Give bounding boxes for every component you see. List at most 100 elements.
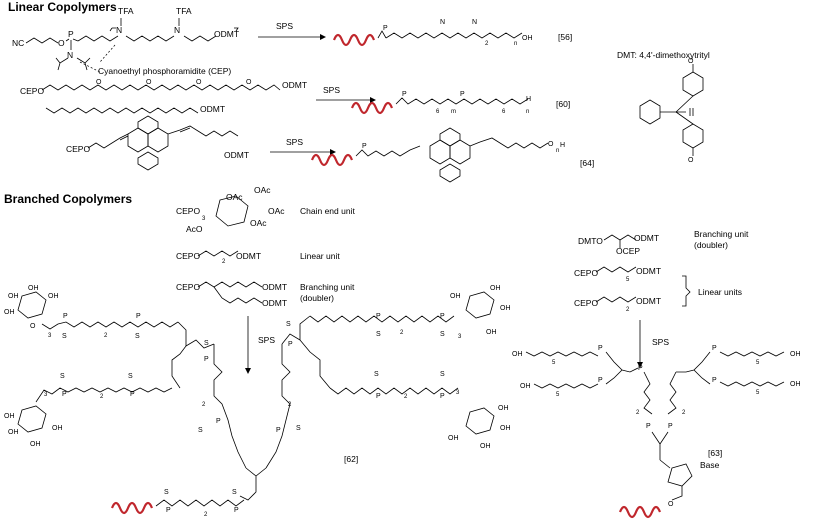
svg-text:OH: OH [480, 443, 491, 450]
chain-end-unit: CEPO OAc OAc OAc AcO OAc 3 Chain end uni… [176, 185, 355, 234]
svg-text:P: P [383, 25, 388, 32]
svg-text:S: S [376, 331, 381, 338]
svg-text:OH: OH [52, 425, 63, 432]
svg-text:ODMT: ODMT [200, 104, 225, 114]
svg-text:SPS: SPS [258, 335, 275, 345]
svg-text:ODMT: ODMT [282, 80, 307, 90]
cep-note: Cyanoethyl phosphoramidite (CEP) [98, 66, 231, 76]
sps-arrow-3: SPS [270, 137, 336, 155]
svg-text:OH: OH [512, 351, 523, 358]
svg-text:2: 2 [202, 402, 206, 408]
svg-text:n: n [526, 109, 529, 115]
svg-text:OH: OH [490, 285, 501, 292]
svg-text:OH: OH [520, 383, 531, 390]
product-64: P O n H [64] [310, 127, 594, 183]
svg-text:OH: OH [28, 285, 39, 292]
glycodendrimer-62: OH OH OH OH O 3 P S 2 P S OH OH OH OH 3 … [4, 285, 511, 518]
svg-text:P: P [204, 356, 209, 363]
svg-text:P: P [712, 345, 717, 352]
svg-text:NC: NC [12, 38, 24, 48]
dendron-63: OH 5 P OH 5 P P OH 5 P OH 5 P 2 2 P P Ba… [512, 345, 801, 519]
svg-text:5: 5 [552, 360, 556, 366]
svg-text:2: 2 [104, 333, 108, 339]
svg-text:OH: OH [486, 329, 497, 336]
svg-text:5: 5 [756, 390, 760, 396]
svg-text:SPS: SPS [286, 137, 303, 147]
svg-text:ODMT: ODMT [262, 282, 287, 292]
svg-text:P: P [136, 313, 141, 320]
svg-text:2: 2 [485, 41, 489, 47]
svg-text:ODMT: ODMT [224, 150, 249, 160]
svg-text:CEPO: CEPO [574, 268, 598, 278]
svg-text:ODMT: ODMT [262, 298, 287, 308]
svg-text:S: S [198, 427, 203, 434]
tfa-label-1: TFA [118, 6, 134, 16]
svg-text:O: O [30, 323, 36, 330]
svg-text:P: P [440, 393, 445, 400]
product-60: P P 6 m 6 n H [60] [350, 91, 570, 115]
svg-text:P: P [166, 507, 171, 514]
p-atom: P [68, 29, 74, 39]
product-56: P N N OH 2 n [56] [332, 19, 572, 47]
branching-unit-label-2: (doubler) [300, 293, 334, 303]
svg-text:O: O [246, 79, 252, 86]
svg-text:S: S [164, 489, 169, 496]
ref-56: [56] [558, 32, 572, 42]
svg-text:P: P [130, 391, 135, 398]
svg-text:P: P [598, 345, 603, 352]
svg-text:S: S [296, 425, 301, 432]
svg-text:P: P [402, 91, 407, 98]
svg-text:ODMT: ODMT [636, 266, 661, 276]
svg-text:N: N [174, 25, 180, 35]
svg-text:CEPO: CEPO [176, 206, 200, 216]
linear-unit: CEPO 2 ODMT Linear unit [176, 250, 340, 265]
svg-text:OH: OH [448, 435, 459, 442]
cep-amine-monomer: NC O P N N TFA N TFA ODMT Cyanoethyl pho… [12, 6, 239, 76]
svg-text:S: S [62, 333, 67, 340]
svg-text:m: m [451, 109, 456, 115]
svg-text:OAc: OAc [250, 218, 267, 228]
svg-text:SPS: SPS [652, 337, 669, 347]
svg-text:O: O [688, 58, 694, 65]
sps-arrow-5: SPS [637, 320, 669, 368]
svg-text:2: 2 [222, 259, 226, 265]
svg-text:ODMT: ODMT [214, 29, 239, 39]
svg-text:ODMT: ODMT [636, 296, 661, 306]
chain-end-label: Chain end unit [300, 206, 355, 216]
right-branching-label-1: Branching unit [694, 229, 749, 239]
svg-text:2: 2 [400, 330, 404, 336]
svg-text:P: P [362, 143, 367, 150]
svg-text:S: S [374, 371, 379, 378]
svg-text:OH: OH [8, 429, 19, 436]
n-atom: N [67, 50, 73, 60]
svg-text:5: 5 [626, 277, 630, 283]
tfa-label-2: TFA [176, 6, 192, 16]
svg-text:S: S [286, 321, 291, 328]
svg-text:P: P [668, 423, 673, 430]
pyrene-monomer: CEPO ODMT [66, 115, 249, 171]
svg-text:AcO: AcO [186, 224, 203, 234]
svg-text:H: H [526, 96, 531, 103]
svg-text:6: 6 [502, 109, 506, 115]
svg-text:P: P [288, 341, 293, 348]
svg-text:O: O [688, 157, 694, 164]
svg-text:SPS: SPS [323, 85, 340, 95]
svg-text:N: N [116, 25, 122, 35]
ref-62: [62] [344, 454, 358, 464]
svg-text:P: P [638, 365, 643, 372]
svg-text:OCEP: OCEP [616, 246, 640, 256]
svg-text:H: H [560, 142, 565, 149]
right-branching-label-2: (doubler) [694, 240, 728, 250]
svg-text:OH: OH [30, 441, 41, 448]
branching-unit-label-1: Branching unit [300, 282, 355, 292]
o-atom: O [58, 38, 65, 48]
svg-text:O: O [96, 79, 102, 86]
ref-64: [64] [580, 158, 594, 168]
svg-text:S: S [440, 331, 445, 338]
svg-text:ODMT: ODMT [634, 233, 659, 243]
svg-text:2: 2 [204, 512, 208, 518]
right-linear-units: CEPO 5 ODMT CEPO 2 ODMT Linear units [574, 266, 742, 313]
svg-text:P: P [63, 313, 68, 320]
